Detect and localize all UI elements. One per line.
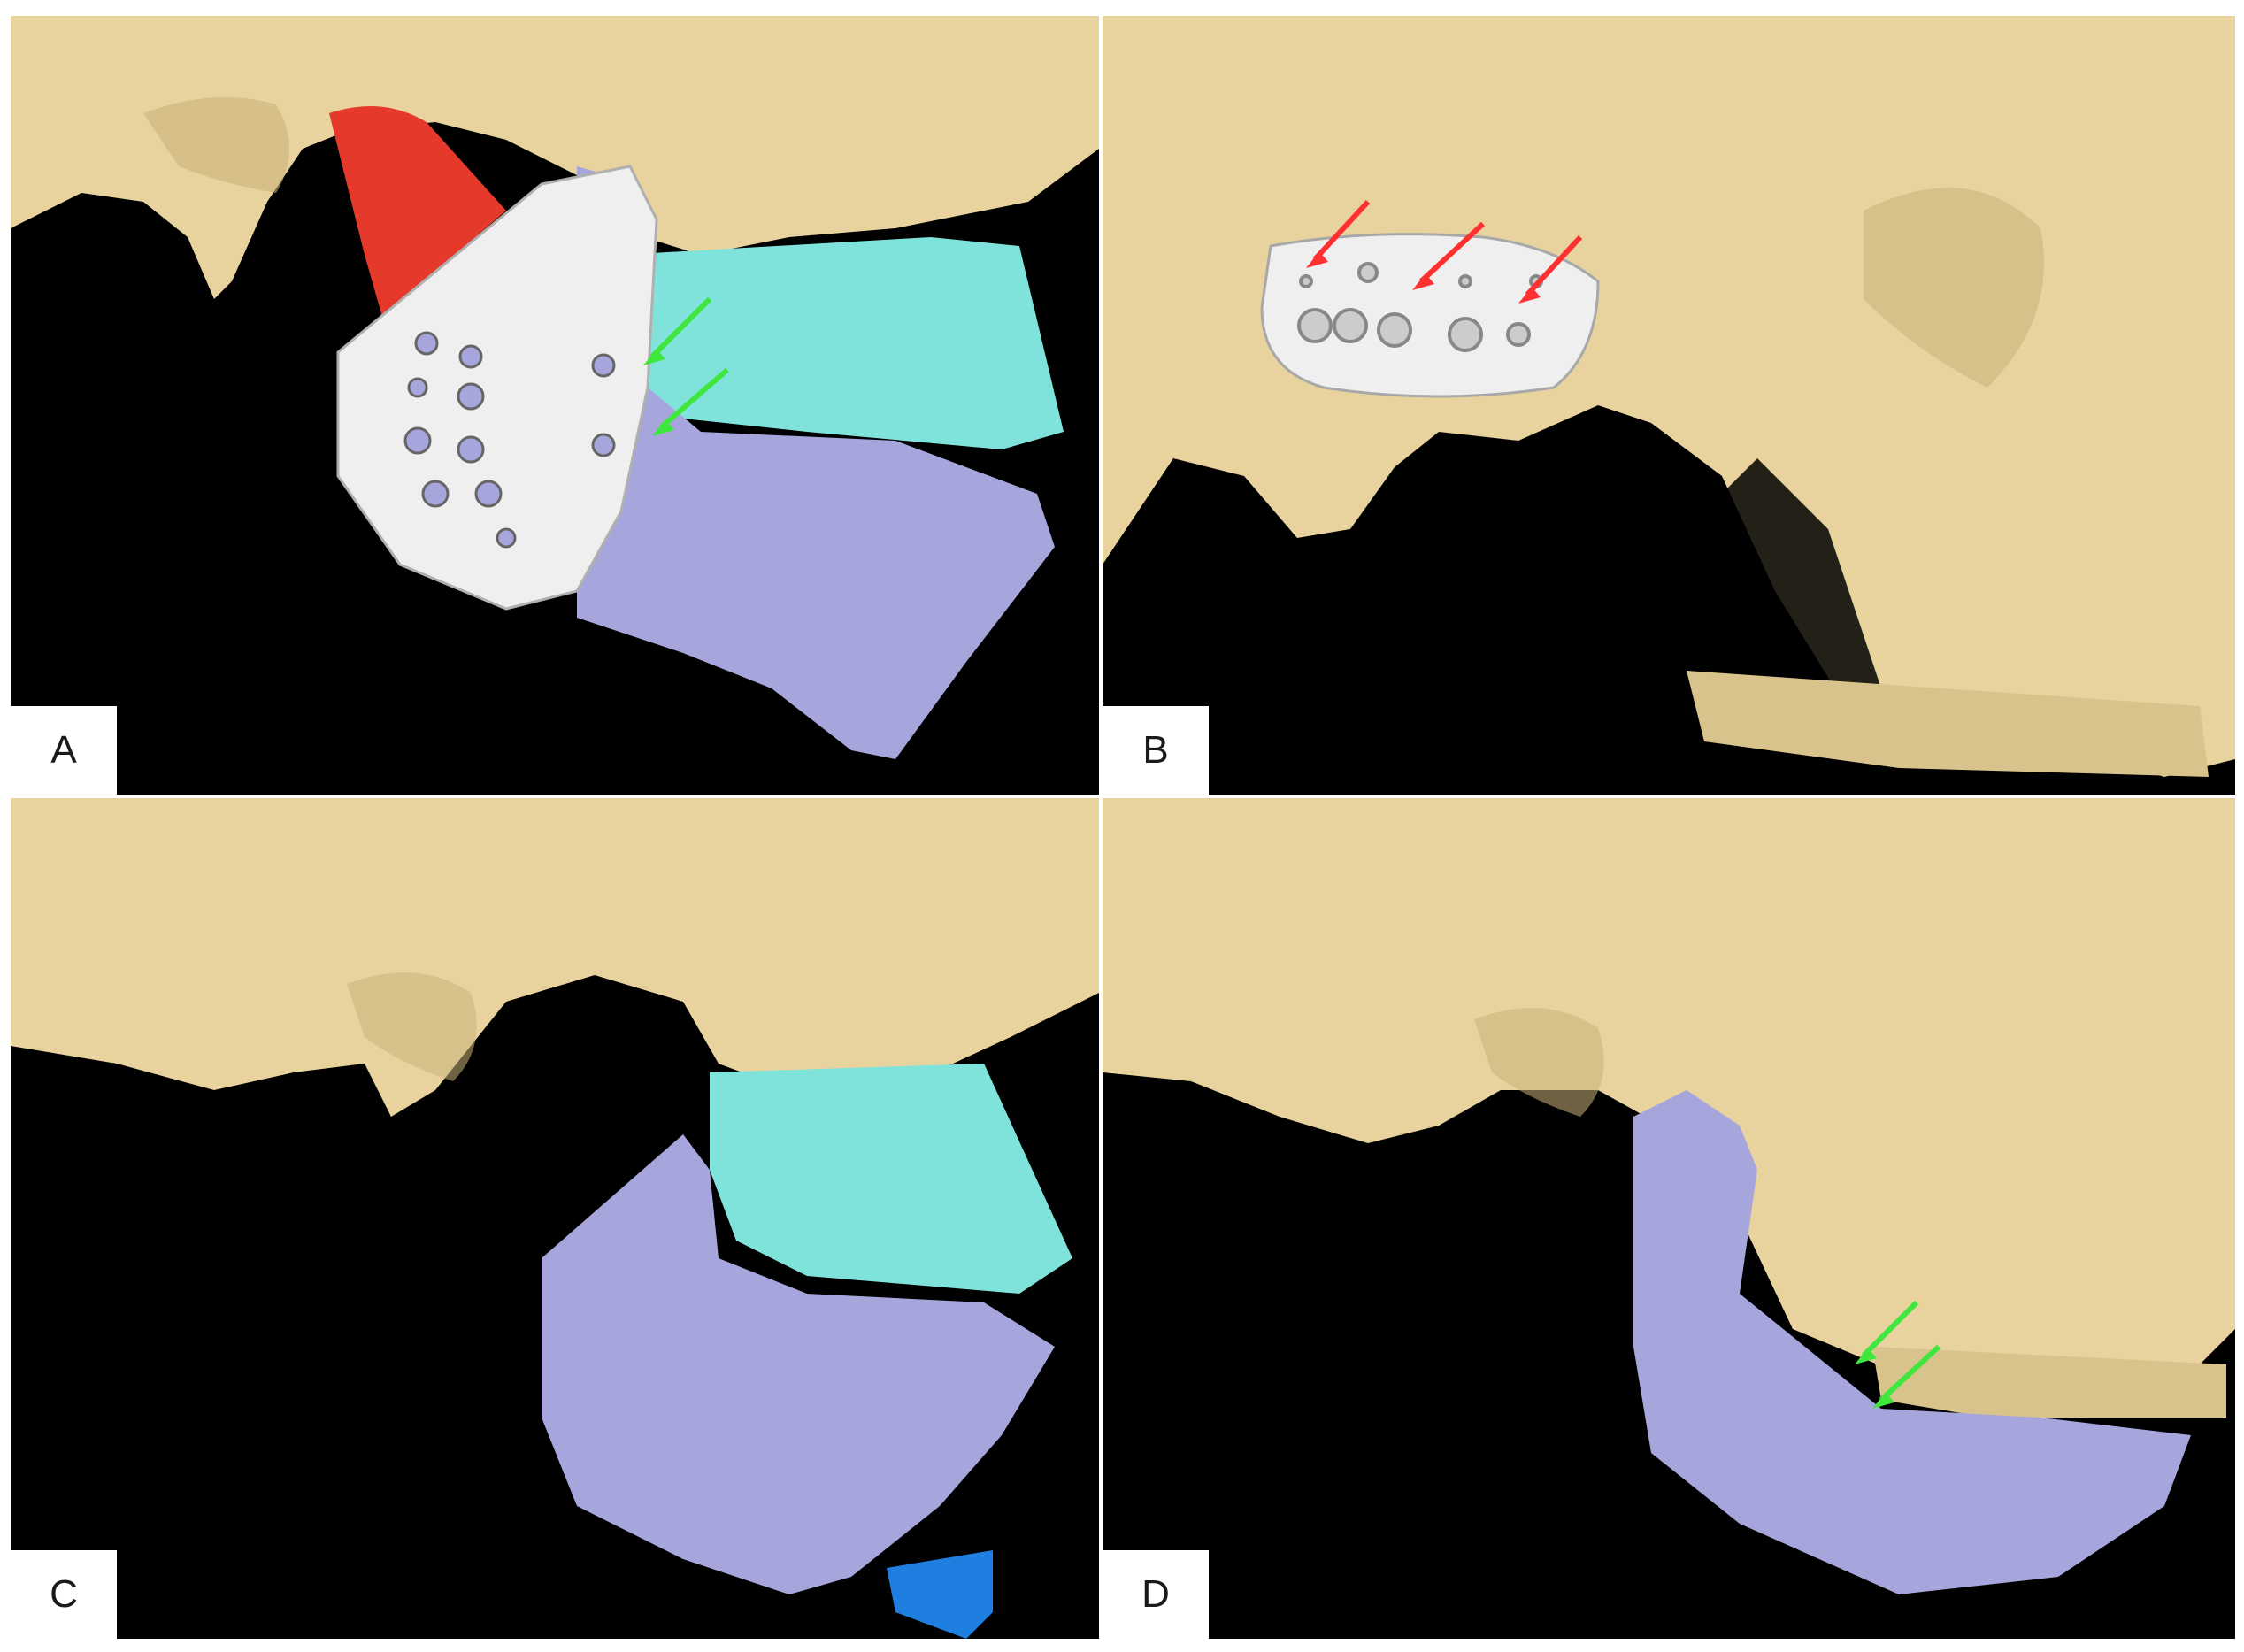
- green-arrow-icon: [1855, 1300, 1941, 1409]
- upper-teeth: [1872, 1347, 2226, 1418]
- panel-a-render: [11, 16, 1099, 759]
- mandible: [577, 166, 1055, 759]
- mandible: [542, 1134, 1055, 1594]
- skull: [11, 798, 1099, 1117]
- maxilla: [710, 1064, 1072, 1294]
- panel-label-c: C: [11, 1550, 117, 1639]
- guide-holes: [403, 331, 616, 549]
- guide-holes: [1297, 262, 1543, 352]
- surgical-guide: [336, 165, 658, 611]
- maxilla: [621, 237, 1064, 449]
- panel-d: D: [1103, 798, 2235, 1639]
- skull: [11, 16, 1099, 299]
- panel-d-render: [1103, 798, 2235, 1594]
- upper-teeth: [1687, 671, 2209, 777]
- green-arrow-icon: [643, 296, 729, 436]
- panel-c: C: [11, 798, 1099, 1639]
- orbit-shadow: [1704, 458, 1881, 724]
- red-arrow-icon: [1306, 199, 1583, 304]
- skull-shadow: [347, 972, 477, 1081]
- panel-label-b: B: [1103, 706, 1209, 795]
- panel-label-d: D: [1103, 1550, 1209, 1639]
- panel-label-a: A: [11, 706, 117, 795]
- condyle-segment: [329, 106, 506, 317]
- panel-b-render: [1103, 16, 2235, 777]
- panel-c-render: [11, 798, 1099, 1639]
- panel-a: A: [11, 16, 1099, 795]
- zygomatic-arch: [1864, 188, 2044, 388]
- mandible: [1633, 1090, 2191, 1594]
- skull-shadow: [143, 97, 289, 193]
- skull: [1103, 798, 2235, 1382]
- surgical-guide: [1260, 233, 1600, 398]
- chin-segment: [887, 1550, 993, 1639]
- skull: [1103, 16, 2235, 777]
- panel-b: B: [1103, 16, 2235, 795]
- skull-shadow: [1474, 1008, 1604, 1117]
